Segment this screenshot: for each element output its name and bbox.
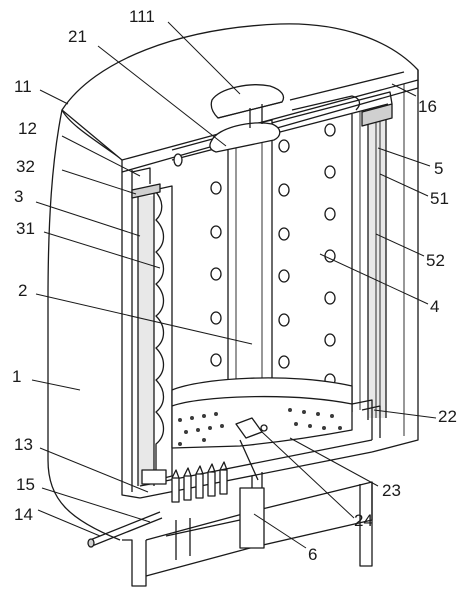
outer-shell: [47, 23, 419, 541]
label-52: 52: [426, 251, 445, 270]
label-13: 13: [14, 435, 33, 454]
label-23: 23: [382, 481, 401, 500]
label-32: 32: [16, 157, 35, 176]
label-6: 6: [308, 545, 317, 564]
label-24: 24: [354, 511, 373, 530]
label-21: 21: [68, 27, 87, 46]
left-wall-section: [121, 167, 173, 499]
label-51: 51: [430, 189, 449, 208]
label-31: 31: [16, 219, 35, 238]
label-16: 16: [418, 97, 437, 116]
label-111: 111: [129, 7, 155, 26]
label-12: 12: [18, 119, 37, 138]
label-3: 3: [14, 187, 23, 206]
label-11: 11: [14, 77, 32, 96]
leader-lines: [31, 21, 437, 549]
label-14: 14: [14, 505, 33, 524]
right-channels: [289, 71, 405, 420]
central-pipe: [209, 104, 281, 441]
label-22: 22: [438, 407, 457, 426]
plate-holes: [178, 408, 342, 446]
label-15: 15: [16, 475, 35, 494]
label-2: 2: [18, 281, 27, 300]
cylinder-holes: [173, 123, 336, 387]
burner-nozzles: [171, 461, 228, 503]
reference-numerals: 111 21 11 16 12 5 32 51 3 31 52 2 4 1 22…: [12, 7, 457, 564]
label-4: 4: [430, 297, 439, 316]
perforated-plate: [171, 377, 353, 481]
base-assembly: [87, 399, 381, 587]
label-5: 5: [434, 159, 443, 178]
label-1: 1: [12, 367, 21, 386]
inner-cylinder: [171, 91, 393, 412]
